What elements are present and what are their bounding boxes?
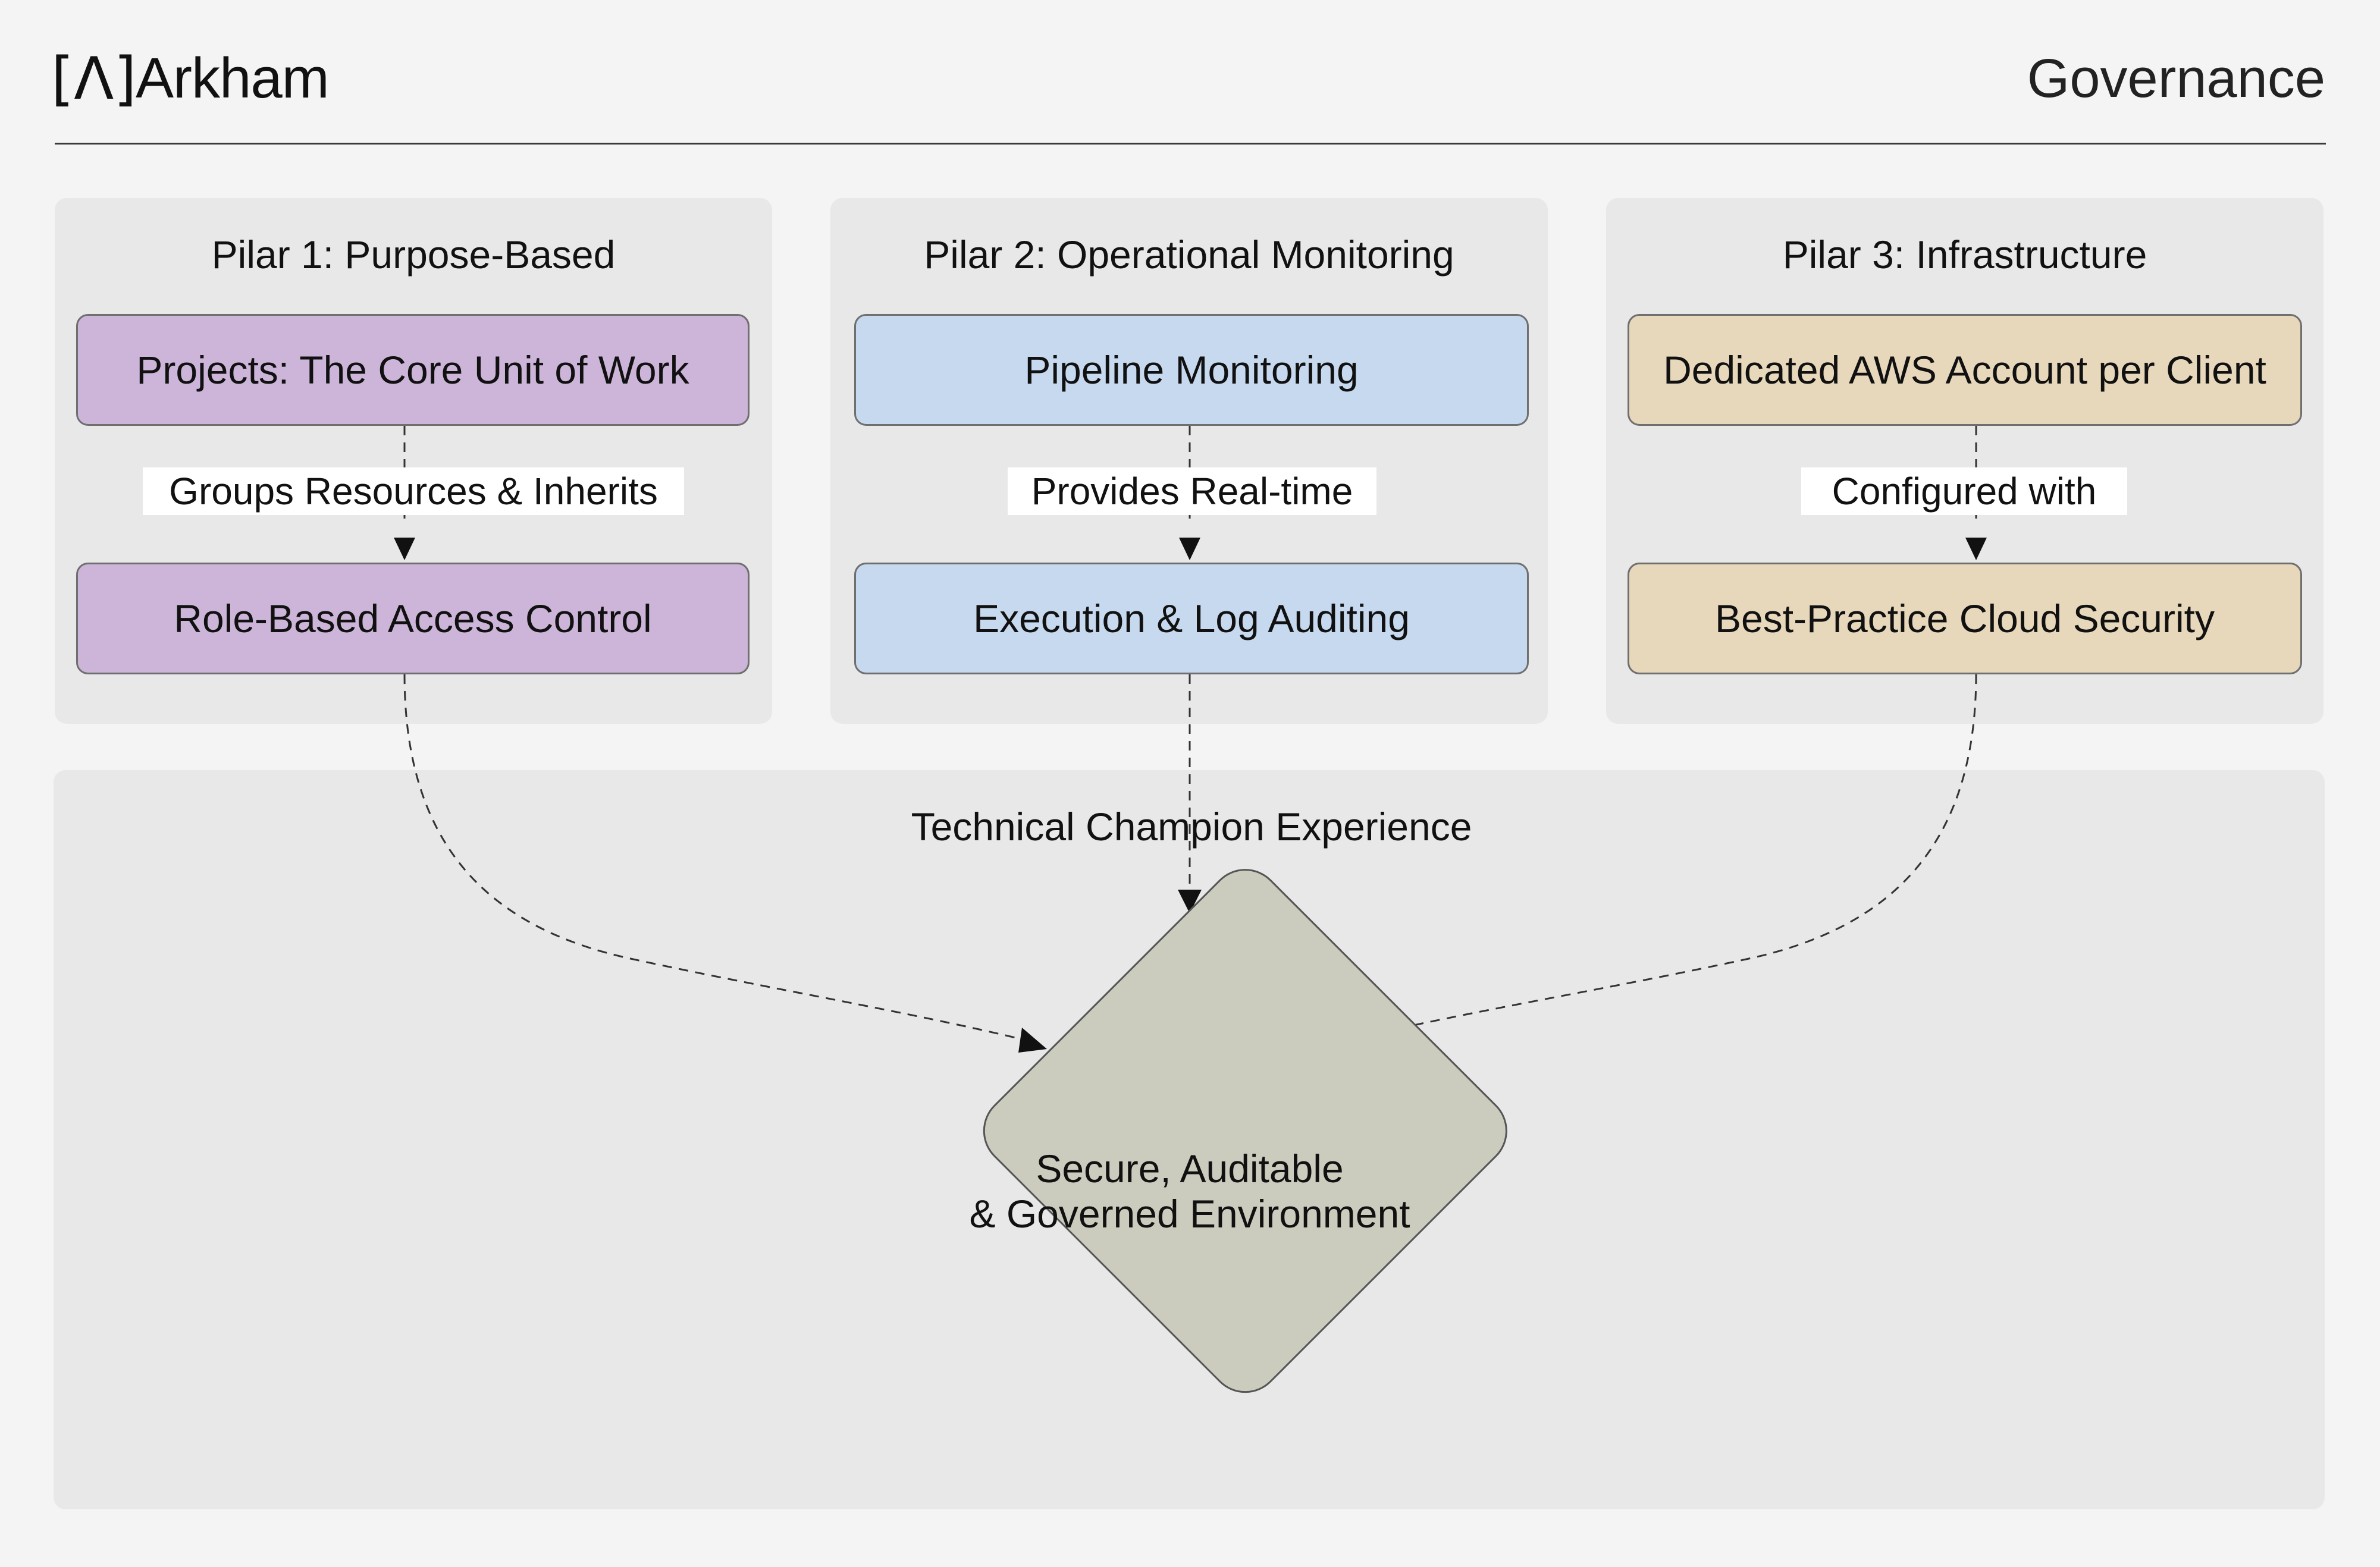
champion-title: Technical Champion Experience [911, 805, 1472, 849]
edge-pillar-3-to-outcome [1350, 674, 1977, 1041]
pillar-3-title: Pilar 3: Infrastructure [1782, 233, 2147, 277]
edge-pillar-1-to-outcome [403, 674, 1024, 1041]
pillar-3-edge-label: Configured with [1801, 467, 2127, 515]
arrowhead-pillar-2 [1179, 538, 1200, 560]
pillar-2-top-box: Pipeline Monitoring [854, 314, 1529, 426]
arrowhead-pillar-1 [394, 538, 415, 560]
pillar-1-edge-label: Groups Resources & Inherits [143, 467, 684, 515]
outcome-label: Secure, Auditable & Governed Environment [922, 1141, 1457, 1242]
pillar-3-bottom-box: Best-Practice Cloud Security [1628, 563, 2302, 674]
arrowhead-pillar-3 [1965, 538, 1987, 560]
pillar-2-bottom-box: Execution & Log Auditing [854, 563, 1529, 674]
arrowhead-outcome-left [1018, 1028, 1047, 1053]
pillar-2-title: Pilar 2: Operational Monitoring [924, 233, 1454, 277]
header-divider [55, 143, 2326, 145]
arrowhead-outcome-center [1178, 890, 1202, 913]
pillar-1-bottom-box: Role-Based Access Control [76, 563, 750, 674]
brand-name: Arkham [136, 46, 330, 110]
outcome-diamond [983, 869, 1507, 1393]
pillar-1-top-box: Projects: The Core Unit of Work [76, 314, 750, 426]
pillar-3-top-box: Dedicated AWS Account per Client [1628, 314, 2302, 426]
page-title: Governance [2027, 48, 2325, 109]
pillar-1-title: Pilar 1: Purpose-Based [211, 233, 616, 277]
outcome-label-line-2: & Governed Environment [969, 1192, 1410, 1236]
logo-mark: [Λ] [51, 45, 137, 113]
pillar-2-edge-label: Provides Real-time [1008, 467, 1376, 515]
outcome-label-line-1: Secure, Auditable [1036, 1147, 1344, 1191]
